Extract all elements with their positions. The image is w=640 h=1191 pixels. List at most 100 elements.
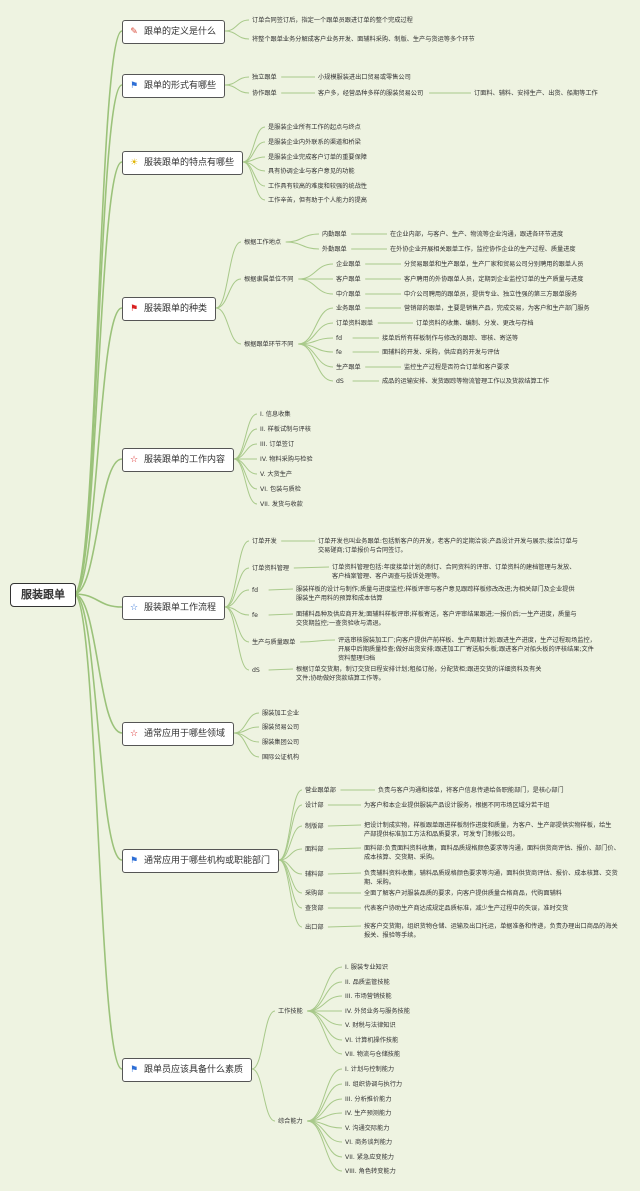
node[interactable]: 订单合同签订后，指定一个跟单员跟进订单的整个完成过程: [252, 16, 413, 24]
node[interactable]: 订单资料的收集、编制、分发、更改与存档: [416, 319, 534, 327]
node[interactable]: 是服装企业所有工作的起点与终点: [268, 123, 361, 131]
node[interactable]: VI. 商务谈判能力: [345, 1138, 393, 1146]
node[interactable]: 业务跟单: [336, 304, 361, 312]
node[interactable]: V. 大货生产: [260, 470, 293, 478]
node[interactable]: 服装样板的设计与制作;质量与进度监控;样板评审与客户意见跟踪样板修改改进;为相关…: [296, 585, 575, 602]
node[interactable]: 在外协企业开展相关跟单工作，监控协作企业的生产过程、质量进度: [390, 245, 576, 253]
node[interactable]: III. 市场营销技能: [345, 992, 392, 1000]
node[interactable]: 制版部: [305, 822, 324, 830]
node[interactable]: I. 服装专业知识: [345, 963, 388, 971]
node[interactable]: VI. 包装与质检: [260, 485, 301, 493]
node[interactable]: 中介公司聘用的跟单员，提供专业、独立性强的第三方跟单服务: [404, 290, 578, 298]
topic-2[interactable]: ☀服装跟单的特点有哪些: [122, 151, 244, 175]
node[interactable]: 服装加工企业: [262, 709, 300, 717]
node[interactable]: 在企业内部，与客户、生产、物流等企业沟通，跟进各环节进度: [390, 230, 564, 238]
node[interactable]: 工作技能: [278, 1007, 303, 1015]
node[interactable]: VIII. 角色转变能力: [345, 1167, 396, 1175]
node[interactable]: 协作跟单: [252, 89, 277, 97]
node[interactable]: 订面料、辅料、安排生产、出货、船期等工作: [474, 89, 598, 97]
node[interactable]: 根据跟单环节不同: [244, 340, 294, 348]
node[interactable]: 具有协调企业与客户意见的功能: [268, 167, 355, 175]
node[interactable]: VII. 物流与仓储技能: [345, 1050, 401, 1058]
node[interactable]: V. 财税与法律知识: [345, 1021, 396, 1029]
node[interactable]: 是服装企业内外联系的渠道和桥梁: [268, 138, 361, 146]
topic-3[interactable]: ⚑服装跟单的种类: [122, 297, 217, 321]
node[interactable]: 外勤跟单: [322, 245, 347, 253]
node[interactable]: 内勤跟单: [322, 230, 347, 238]
node[interactable]: 客户聘用的外协跟单人员，定期到企业监控订单的生产质量与进度: [404, 275, 584, 283]
node[interactable]: 国际公证机构: [262, 753, 300, 761]
node[interactable]: 根据隶属单位不同: [244, 275, 294, 283]
node[interactable]: 营业跟单部: [305, 786, 336, 794]
node[interactable]: 分贸易跟单和生产跟单，生产厂家和贸易公司分别聘用的跟单人员: [404, 260, 584, 268]
topic-1[interactable]: ⚑跟单的形式有哪些: [122, 74, 226, 98]
topic-0[interactable]: ✎跟单的定义是什么: [122, 20, 226, 44]
node[interactable]: II. 品质监管技能: [345, 978, 390, 986]
node[interactable]: fd: [336, 334, 343, 342]
node[interactable]: 把设计制成实物，样板跟单跟进样板制作进度和质量，为客户、生产部提供实物样板，给生…: [364, 821, 612, 838]
node[interactable]: 接单后所有样板制作与修改的跟踪、审核、寄送等: [382, 334, 519, 342]
topic-5[interactable]: ☆服装跟单工作流程: [122, 596, 226, 620]
node[interactable]: 评选审核服装加工厂;向客户提供产前样板、生产周期计划;跟进生产进度，生产过程现场…: [338, 636, 596, 662]
node[interactable]: fd: [252, 586, 259, 594]
node[interactable]: IV. 外贸业务与服务技能: [345, 1007, 410, 1015]
topic-6[interactable]: ☆通常应用于哪些领域: [122, 722, 235, 746]
node[interactable]: III. 订单签订: [260, 440, 295, 448]
node[interactable]: 订单资料管理: [252, 564, 290, 572]
node[interactable]: 工作辛苦，但有助于个人能力的提高: [268, 196, 367, 204]
node[interactable]: 负责与客户沟通和接单，将客户信息传递给各职能部门，是核心部门: [378, 786, 564, 794]
node[interactable]: 生产与质量跟单: [252, 638, 296, 646]
node[interactable]: IV. 物料采购与检验: [260, 455, 313, 463]
node[interactable]: I. 信息收集: [260, 410, 291, 418]
node[interactable]: fe: [336, 348, 342, 356]
node[interactable]: 根据订单交货期，制订交货日程安排计划;租船订舱，分配货柜;跟进交货的详细资料及有…: [296, 665, 542, 682]
node[interactable]: II. 样板试制与评核: [260, 425, 311, 433]
node[interactable]: 客户多，经营品种多样的服装贸易公司: [318, 89, 424, 97]
node[interactable]: VII. 发货与收款: [260, 500, 303, 508]
node[interactable]: 负责辅料资料收集，辅料品质规格颜色要求等沟通，面料供货商评估、报价、成本核算、交…: [364, 869, 618, 886]
node[interactable]: 是服装企业完成客户订单的重要保障: [268, 153, 367, 161]
node[interactable]: 根据工作地点: [244, 238, 282, 246]
node[interactable]: 成品的运输安排、发货跟踪等物流管理工作以及货款结算工作: [382, 377, 550, 385]
node[interactable]: 服装贸易公司: [262, 723, 300, 731]
node[interactable]: 出口部: [305, 923, 324, 931]
node[interactable]: 订单开发: [252, 537, 277, 545]
node[interactable]: 中介跟单: [336, 290, 361, 298]
node[interactable]: 按客户交货期，组织货物仓储、运输及出口托运，单据准备和传递，负责办理出口商品的海…: [364, 922, 618, 939]
node[interactable]: 订单资料跟单: [336, 319, 374, 327]
node[interactable]: 监控生产过程是否符合订单和客户要求: [404, 363, 510, 371]
node[interactable]: 客户跟单: [336, 275, 361, 283]
topic-8[interactable]: ⚑跟单员应该具备什么素质: [122, 1058, 253, 1082]
node[interactable]: III. 分析推价能力: [345, 1095, 392, 1103]
node[interactable]: dS: [336, 377, 344, 385]
node[interactable]: 订单资料管理包括:年度接单计划的制订、合同资料的评审、订单资料的建档管理与发放、…: [332, 563, 576, 580]
node[interactable]: IV. 生产预测能力: [345, 1109, 392, 1117]
node[interactable]: 面辅料品种及供应商开发;面辅料样板评审;样板寄送，客户评审结果跟进;一报价后;一…: [296, 610, 577, 627]
node[interactable]: 工作具有较高的难度和较强的统战性: [268, 182, 367, 190]
node[interactable]: 独立跟单: [252, 73, 277, 81]
node[interactable]: dS: [252, 666, 260, 674]
root-node[interactable]: 服装跟单: [10, 583, 76, 607]
node[interactable]: 查货部: [305, 904, 324, 912]
node[interactable]: 综合能力: [278, 1117, 303, 1125]
node[interactable]: VI. 计算机操作技能: [345, 1036, 399, 1044]
node[interactable]: 生产跟单: [336, 363, 361, 371]
node[interactable]: 设计部: [305, 801, 324, 809]
node[interactable]: 采购部: [305, 889, 324, 897]
node[interactable]: II. 组织协调与执行力: [345, 1080, 403, 1088]
node[interactable]: 订单开发也叫业务跟单:包括新客户的开发，老客户的定期洽谈:产品设计开发与展示;接…: [318, 537, 578, 554]
node[interactable]: 将整个跟单业务分解成客户业务开发、面辅料采购、制版、生产与货运等多个环节: [252, 35, 475, 43]
node[interactable]: 为客户和本企业提供服装产品设计服务，根据不同市场区域分若干组: [364, 801, 550, 809]
node[interactable]: 小规模服装进出口贸易或零售公司: [318, 73, 411, 81]
node[interactable]: 面辅料的开发、采购，供应商的开发与评估: [382, 348, 500, 356]
node[interactable]: 辅料部: [305, 870, 324, 878]
node[interactable]: 营销部的跟单，主要是销售产品，完成交易，为客户和生产部门服务: [404, 304, 590, 312]
node[interactable]: 面料部:负责面料资料收集，面料品质规格颜色要求等沟通，面料供货商评估、报价、部门…: [364, 844, 620, 861]
node[interactable]: 企业跟单: [336, 260, 361, 268]
node[interactable]: 面料部: [305, 845, 324, 853]
node[interactable]: 代表客户协助生产商达成规定品质标准，减少生产过程中的失误，准时交货: [364, 904, 569, 912]
node[interactable]: VII. 紧急应变能力: [345, 1153, 394, 1161]
node[interactable]: I. 计划与控制能力: [345, 1065, 395, 1073]
node[interactable]: V. 沟通交际能力: [345, 1124, 390, 1132]
node[interactable]: 服装集团公司: [262, 738, 300, 746]
